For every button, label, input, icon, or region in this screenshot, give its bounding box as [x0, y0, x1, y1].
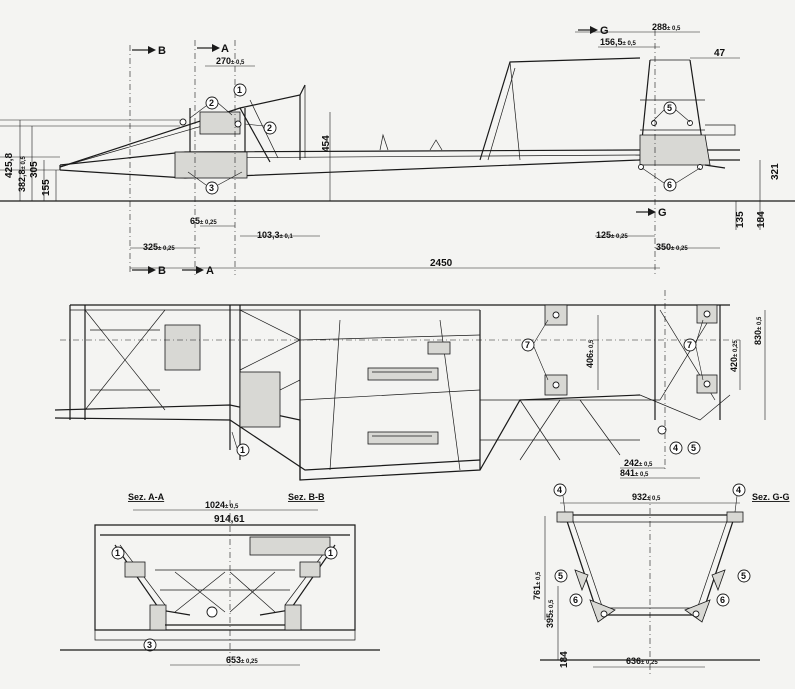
dim-125: 125± 0,25	[596, 230, 628, 240]
callout-5: 5	[667, 103, 672, 113]
section-a-top: A	[221, 43, 229, 55]
section-ab-callout-3: 3	[147, 640, 152, 650]
plan-callout-7-b: 7	[687, 340, 692, 350]
callout-2-a: 2	[209, 98, 214, 108]
dim-406: 406± 0,5	[585, 339, 595, 368]
section-ab: Sez. A-A Sez. B-B 1024± 0,5 914,61 653± …	[60, 492, 380, 668]
plan-dimension-lines	[597, 310, 766, 479]
dim-156: 156,5± 0,5	[600, 37, 636, 47]
side-view: B A B A G G 270± 0,5 288± 0,5 156,5± 0,5…	[0, 22, 795, 277]
section-gg-callout-4-b: 4	[736, 485, 741, 495]
dim-1024: 1024± 0,5	[205, 500, 239, 510]
section-a-bottom: A	[206, 265, 214, 277]
section-ab-callout-1-b: 1	[328, 548, 333, 558]
section-gg-callout-6-a: 6	[573, 595, 578, 605]
section-gg-callout-6-b: 6	[720, 595, 725, 605]
dim-454: 454	[321, 135, 332, 152]
section-a-label: Sez. A-A	[128, 492, 165, 502]
section-gg-callout-5-b: 5	[741, 571, 746, 581]
section-b-top: B	[158, 45, 166, 57]
plan-frame	[54, 290, 740, 481]
dim-914: 914,61	[214, 514, 245, 525]
dim-103: 103,3± 0,1	[257, 230, 293, 240]
plan-view: 406± 0,5 420± 0,25 830± 0,5 242± 0,5 841…	[54, 290, 766, 481]
section-gg-callout-5-a: 5	[558, 571, 563, 581]
dim-242: 242± 0,5	[624, 458, 653, 468]
callout-3: 3	[209, 183, 214, 193]
dim-270: 270± 0,5	[216, 56, 245, 66]
plan-callout-5: 5	[691, 443, 696, 453]
plan-dimension-texts: 406± 0,5 420± 0,25 830± 0,5 242± 0,5 841…	[585, 316, 763, 478]
dim-830: 830± 0,5	[753, 316, 763, 345]
dim-65: 65± 0,25	[190, 216, 217, 226]
dim-47: 47	[714, 48, 726, 59]
dim-425: 425,8	[4, 153, 15, 178]
plan-callout-4: 4	[673, 443, 678, 453]
dim-155: 155	[41, 179, 52, 196]
side-dimension-texts: 270± 0,5 288± 0,5 156,5± 0,5 47 454 425,…	[4, 22, 781, 269]
dim-636: 636± 0,25	[626, 656, 658, 666]
dim-761: 761± 0,5	[532, 571, 542, 600]
section-b-bottom: B	[158, 265, 166, 277]
dim-350: 350± 0,25	[656, 242, 688, 252]
dim-420: 420± 0,25	[729, 340, 739, 372]
dim-288: 288± 0,5	[652, 22, 681, 32]
section-markers: B A B A G G	[132, 25, 667, 277]
section-g-bottom: G	[658, 207, 667, 219]
section-g-label: Sez. G-G	[752, 492, 790, 502]
callout-6: 6	[667, 180, 672, 190]
section-ab-frame	[94, 524, 356, 641]
dim-135: 135	[735, 211, 746, 228]
dim-2450: 2450	[430, 258, 453, 269]
section-b-label: Sez. B-B	[288, 492, 325, 502]
dim-184: 184	[756, 211, 767, 228]
dim-325: 325± 0,25	[143, 242, 175, 252]
dim-841: 841± 0,5	[620, 468, 649, 478]
plan-callouts: 1 7 7 4 5	[231, 319, 704, 457]
callout-2-b: 2	[267, 123, 272, 133]
section-gg-frame	[556, 511, 744, 623]
dim-395: 395± 0,5	[545, 599, 555, 628]
section-ab-callout-1-a: 1	[115, 548, 120, 558]
section-g-top: G	[600, 25, 609, 37]
callout-1: 1	[237, 85, 242, 95]
dim-305: 305	[29, 161, 40, 178]
plan-callout-7-a: 7	[525, 340, 530, 350]
side-dimension-lines	[0, 31, 761, 269]
section-gg: Sez. G-G 932± 0,5 636± 0,25 761± 0,5 395…	[532, 483, 790, 675]
plan-callout-1: 1	[240, 445, 245, 455]
dim-932: 932± 0,5	[632, 492, 661, 502]
side-callouts: 1 2 2 3 5 6	[187, 83, 701, 195]
dim-382: 382,8± 0,5	[17, 156, 27, 192]
dim-653: 653± 0,25	[226, 655, 258, 665]
section-gg-callout-4-a: 4	[557, 485, 562, 495]
dim-321: 321	[770, 163, 781, 180]
